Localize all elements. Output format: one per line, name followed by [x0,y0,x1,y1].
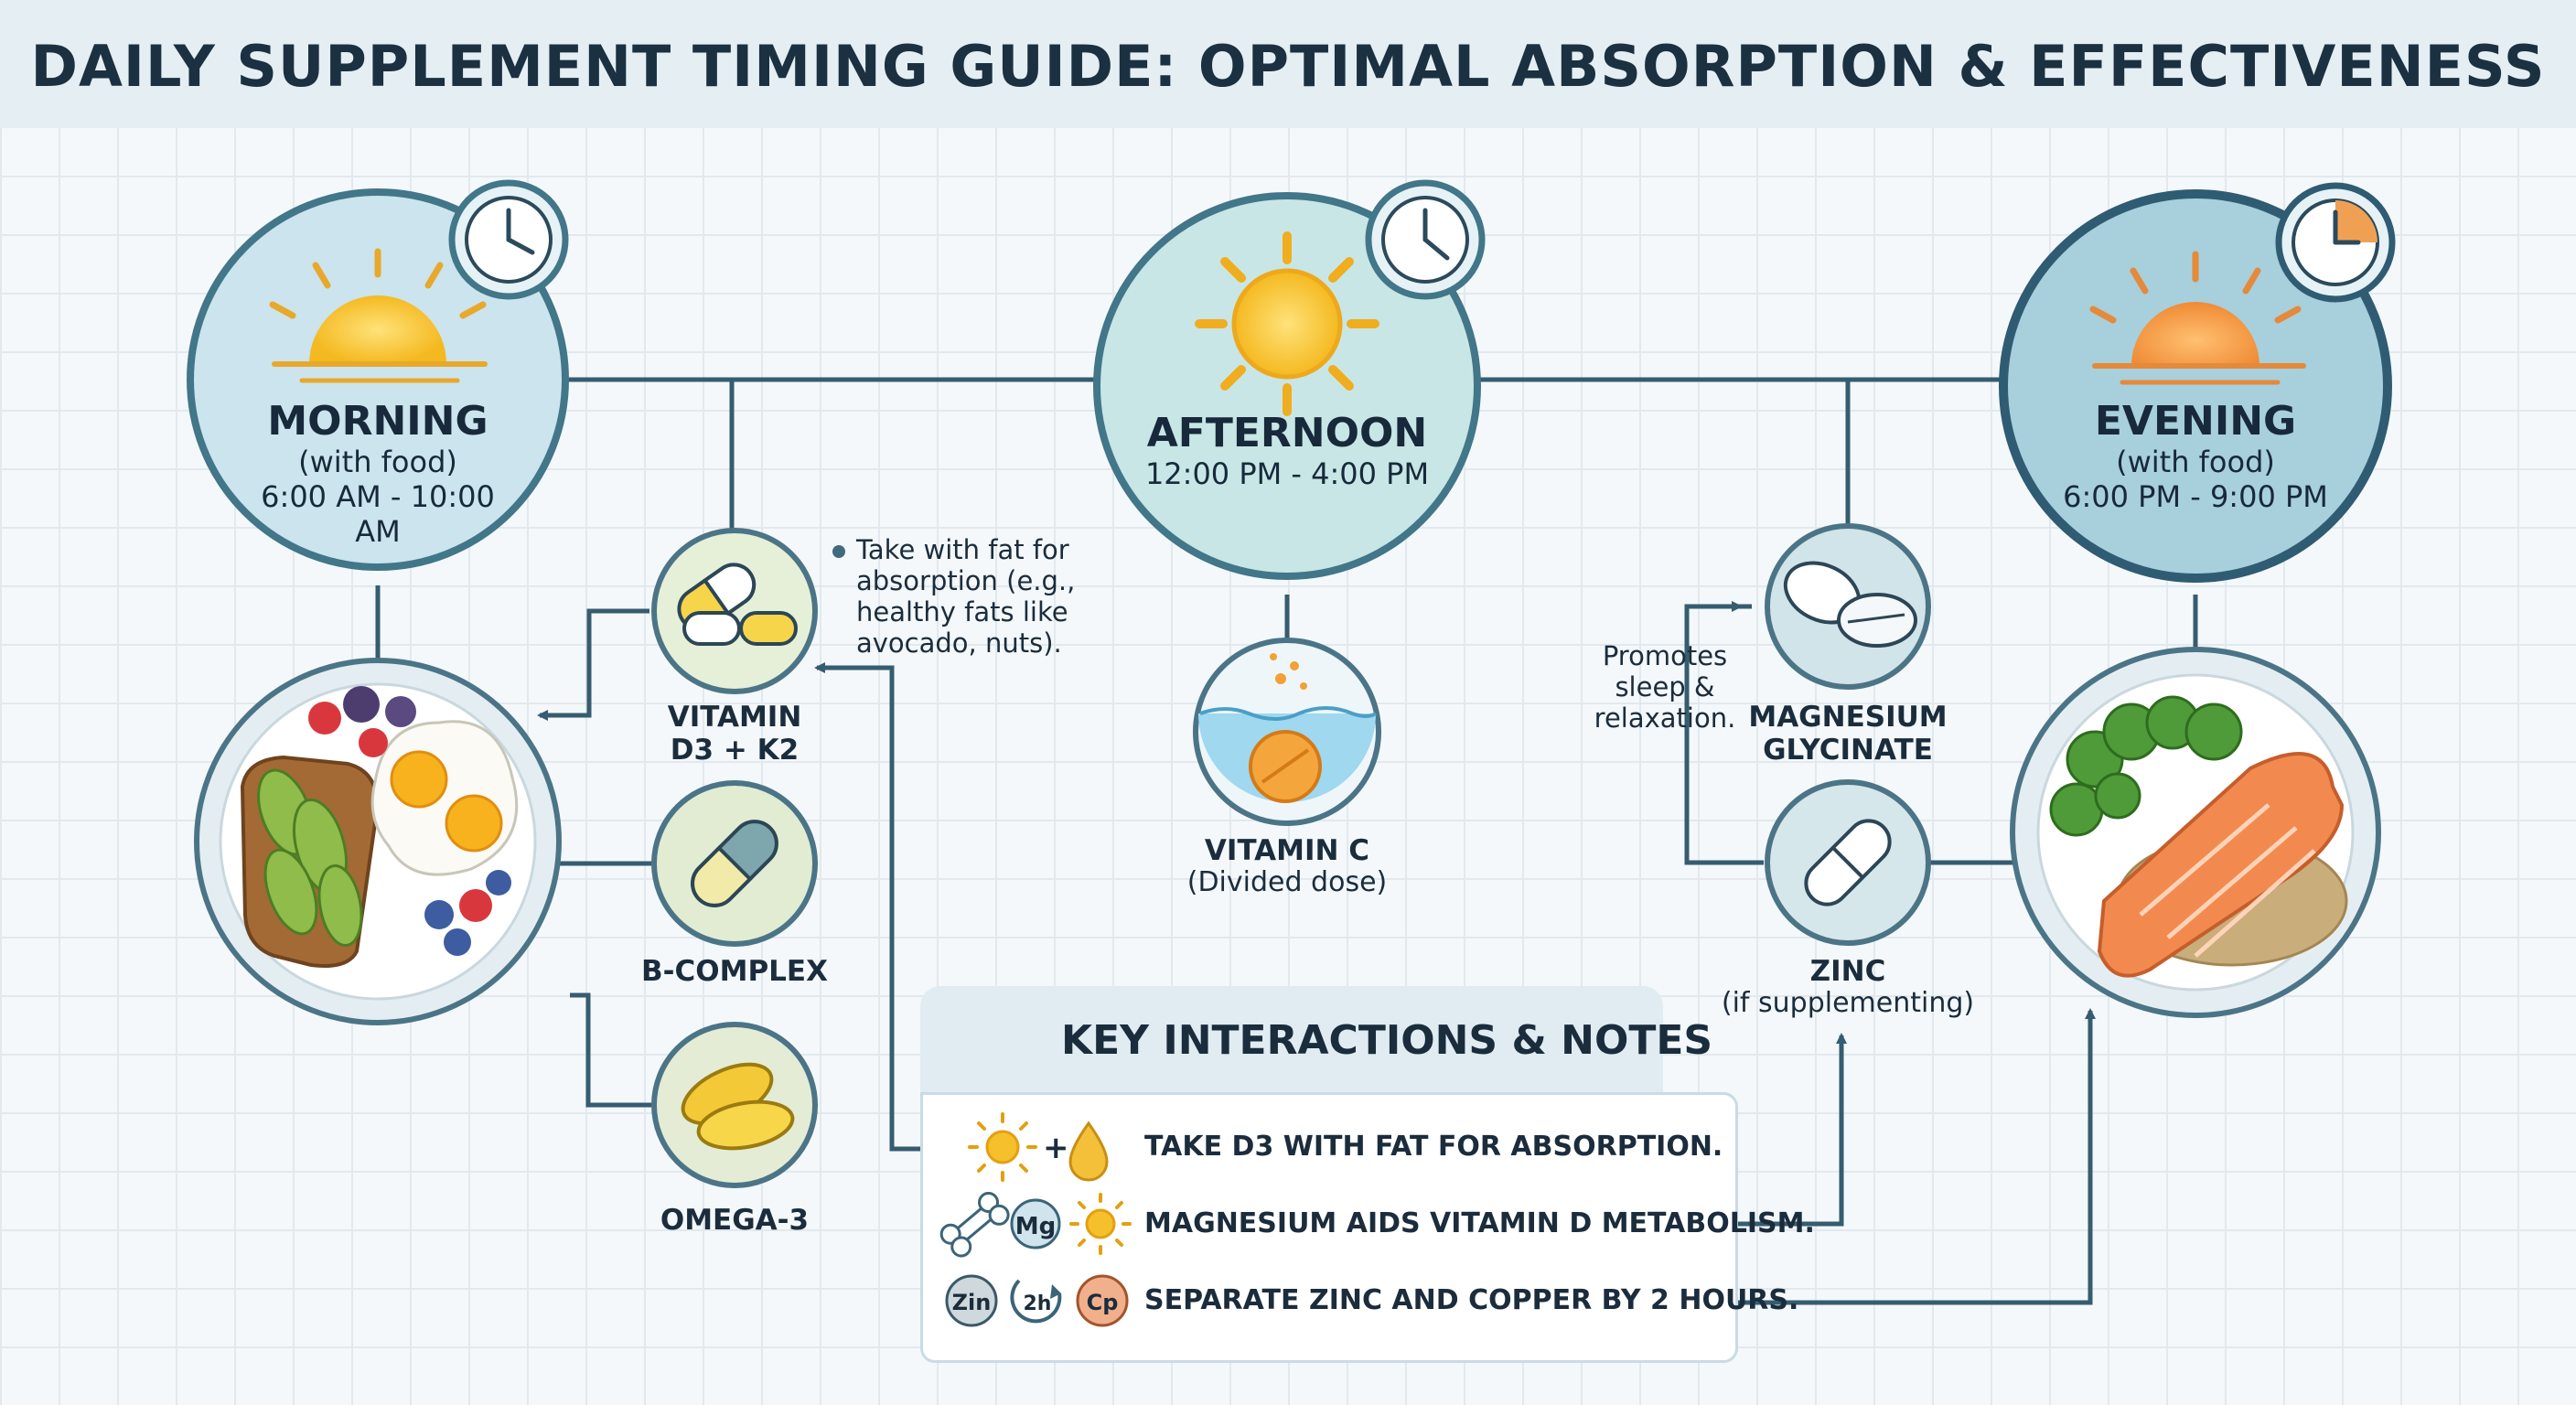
vitamin-c-title: VITAMIN C [1204,834,1370,867]
timer-badge-text: 2h [1024,1292,1052,1315]
title-bar [0,0,2576,128]
magnesium-badge-text: Mg [1015,1213,1056,1240]
sleep-note: Promotes sleep & relaxation. [1592,640,1738,734]
fat-absorption-note: Take with fat for absorption (e.g., heal… [856,534,1094,659]
interaction-row-zinc-copper: SEPARATE ZINC AND COPPER BY 2 HOURS. [1144,1284,1799,1316]
sleep-note-line: Promotes [1602,640,1728,671]
magnesium-glycinate-label: MAGNESIUM GLYCINATE [1729,701,1967,767]
clock-icon [448,179,569,300]
oil-drop-icon [1068,1121,1109,1182]
vitamin-d3-k2-line2: D3 + K2 [670,734,800,767]
breakfast-plate-icon [194,658,562,1025]
b-complex-label: B-COMPLEX [641,955,828,988]
morning-hub [187,179,569,571]
zinc-label: ZINC (if supplementing) [1701,955,1994,1019]
fat-note-line: Take with fat for [856,534,1069,565]
vitamin-c-icon [1193,638,1381,826]
sun-icon [1195,231,1379,416]
berries [308,686,511,956]
evening-hub [1999,182,2396,583]
note-bullet [832,545,845,558]
magnesium-glycinate-icon [1765,523,1931,690]
notes-panel-header [920,986,1663,1094]
connector-lines [375,377,2198,1305]
clock-icon [1365,179,1486,300]
vitamin-c-label: VITAMIN C (Divided dose) [1141,834,1433,898]
zinc-title: ZINC [1809,955,1886,988]
zinc-badge [945,1274,998,1327]
interaction-row-d3-fat: TAKE D3 WITH FAT FOR ABSORPTION. [1144,1131,1723,1163]
afternoon-label: AFTERNOON 12:00 PM - 4:00 PM [1122,410,1452,491]
b-complex-icon [651,780,818,947]
svg-text:+: + [1043,1130,1069,1166]
sun-icon [968,1112,1037,1182]
zinc-subtitle: (if supplementing) [1721,987,1975,1019]
afternoon-time-range: 12:00 PM - 4:00 PM [1144,456,1430,491]
vitamin-d3-k2-line1: VITAMIN [667,701,802,734]
fat-note-line: absorption (e.g., [856,565,1076,596]
afternoon-hub [1093,179,1486,580]
clock-icon [2275,182,2396,303]
afternoon-title: AFTERNOON [1146,410,1428,456]
evening-label: EVENING (with food) 6:00 PM - 9:00 PM [2049,398,2342,514]
magnesium-line2: GLYCINATE [1763,734,1933,767]
morning-title: MORNING [267,398,488,445]
notes-panel-title: KEY INTERACTIONS & NOTES [1061,1017,1713,1064]
evening-title: EVENING [2094,398,2297,445]
vitamin-c-subtitle: (Divided dose) [1186,866,1388,898]
evening-subtitle: (with food) [2116,445,2275,479]
zinc-icon [1765,779,1931,946]
broccoli [2049,695,2243,837]
copper-badge-text: Cp [1087,1290,1119,1315]
sleep-note-line: sleep & [1615,671,1715,702]
copper-badge [1076,1274,1129,1327]
dinner-plate-icon [2010,647,2381,1018]
fat-note-line: healthy fats like [856,596,1068,627]
sleep-note-line: relaxation. [1594,702,1736,734]
sunset-icon [2089,251,2306,385]
zinc-badge-text: Zin [952,1290,992,1315]
morning-label: MORNING (with food) 6:00 AM - 10:00 AM [241,398,515,549]
morning-time-range: 6:00 AM - 10:00 AM [261,479,495,549]
magnesium-line1: MAGNESIUM [1748,701,1948,734]
omega-3-icon [651,1022,818,1188]
sun-icon [1069,1193,1132,1255]
evening-time-range: 6:00 PM - 9:00 PM [2063,479,2328,514]
page-title: DAILY SUPPLEMENT TIMING GUIDE: OPTIMAL A… [30,33,2546,100]
bone-icon [939,1192,1010,1258]
interaction-row-magnesium: MAGNESIUM AIDS VITAMIN D METABOLISM. [1144,1207,1815,1239]
vitamin-d3-k2-label: VITAMIN D3 + K2 [625,701,844,767]
morning-subtitle: (with food) [298,445,457,479]
magnesium-badge [1010,1198,1061,1249]
sunrise-icon [269,248,488,383]
fat-note-line: avocado, nuts). [856,627,1062,659]
vitamin-d3-k2-icon [651,528,818,694]
timer-icon [1010,1279,1062,1324]
omega-3-label: OMEGA-3 [660,1204,810,1237]
